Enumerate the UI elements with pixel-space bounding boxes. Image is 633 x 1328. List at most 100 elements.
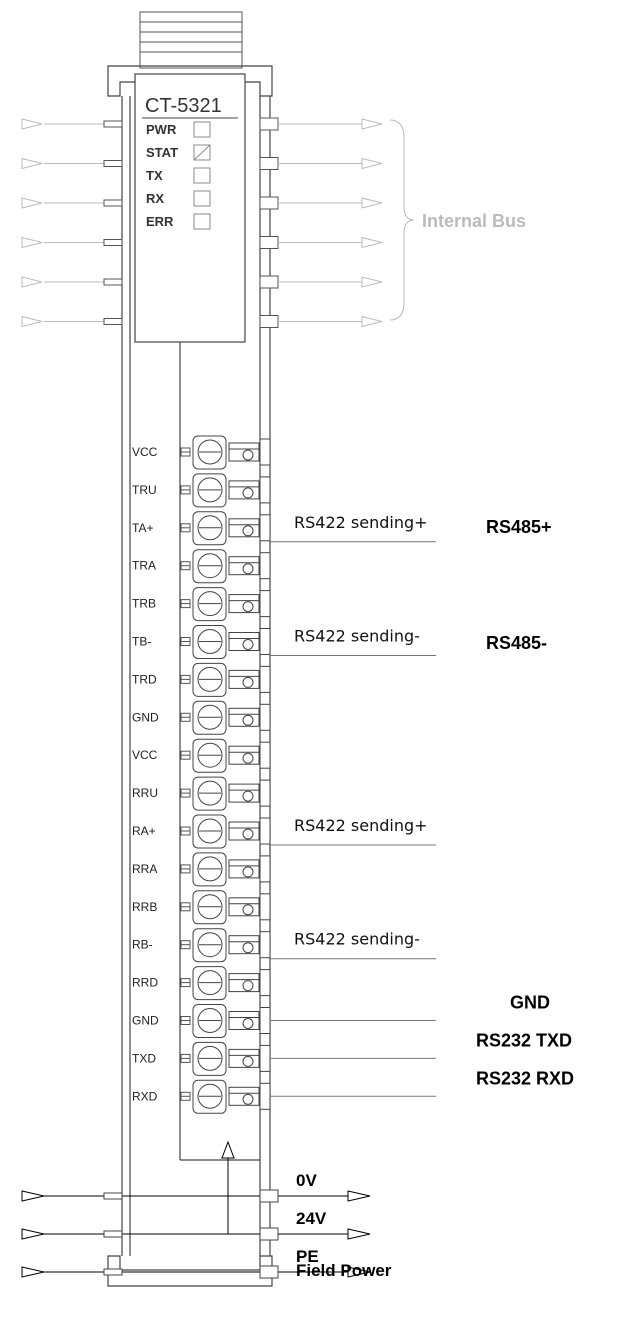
terminal-label: VCC <box>132 445 158 459</box>
terminal-spring <box>259 703 271 731</box>
power-contact-left <box>103 1230 123 1238</box>
signal-label: RS422 sending- <box>294 627 420 646</box>
terminal-label: TRU <box>132 483 157 497</box>
terminal-row: TA+ <box>132 511 271 546</box>
power-contact-right <box>259 1265 279 1279</box>
bus-arrow-out <box>361 158 383 169</box>
terminal-row: TRD <box>132 662 271 697</box>
terminal-clamp-hole <box>242 1055 254 1067</box>
power-contact-left <box>103 1192 123 1200</box>
power-arrow-in <box>21 1190 45 1202</box>
terminal-clamp-hole <box>242 904 254 916</box>
led-label: ERR <box>146 214 174 229</box>
terminal-row: GND <box>132 700 271 735</box>
bus-arrow-in <box>21 316 43 327</box>
terminal-row: TXD <box>132 1041 271 1076</box>
top-connector <box>139 11 243 69</box>
bus-contact-right <box>259 315 279 328</box>
terminal-label: TB- <box>132 635 151 649</box>
bus-arrow-in <box>21 276 43 288</box>
bus-arrow-in <box>21 197 43 209</box>
terminal-label: TRB <box>132 597 156 611</box>
power-rail-label: PE <box>296 1247 319 1266</box>
terminal-spring <box>259 590 271 618</box>
terminal-row: TRB <box>132 587 271 622</box>
terminal-row: RRU <box>132 776 271 811</box>
terminal-clamp-hole <box>242 639 254 650</box>
terminal-label: RA+ <box>132 824 156 838</box>
terminal-clamp-hole <box>242 563 254 575</box>
terminal-clamp-hole <box>242 714 254 726</box>
terminal-clamp-hole <box>242 980 254 992</box>
terminal-clamp-hole <box>242 866 254 878</box>
bus-arrow-out <box>361 316 383 327</box>
terminal-row: TRA <box>132 549 271 584</box>
signal-label: RS422 sending+ <box>294 513 428 532</box>
terminal-spring <box>259 476 271 504</box>
terminal-spring <box>259 817 271 845</box>
terminal-clamp-hole <box>242 752 254 764</box>
terminal-label: TRA <box>132 559 156 573</box>
power-contact-right <box>259 1227 279 1241</box>
terminal-row: GND <box>132 1004 271 1038</box>
power-contact-left <box>103 1268 123 1276</box>
bus-contact-left <box>103 239 123 246</box>
terminal-spring <box>259 438 271 466</box>
terminal-row: RB- <box>132 928 271 963</box>
terminal-spring <box>259 1007 271 1034</box>
terminal-spring <box>259 514 271 542</box>
signal-lines: RS422 sending+ RS422 sending- RS422 sendin… <box>270 513 574 1097</box>
bus-arrows <box>21 117 383 328</box>
bus-arrow-out <box>361 276 383 288</box>
terminal-spring <box>259 1082 271 1110</box>
power-arrow-in <box>21 1266 45 1278</box>
terminal-clamp-hole <box>242 676 254 688</box>
bus-arrow-out <box>361 237 383 248</box>
bus-contact-right <box>259 157 279 170</box>
terminal-clamp-hole <box>242 601 254 613</box>
terminal-row: RXD <box>132 1079 271 1114</box>
bus-contact-right <box>259 275 279 289</box>
bus-contact-right <box>259 196 279 210</box>
terminal-spring <box>259 969 271 997</box>
serial-label: GND <box>510 993 550 1013</box>
terminal-row: RA+ <box>132 814 271 849</box>
terminal-label: RRA <box>132 862 157 876</box>
terminal-spring <box>259 931 271 959</box>
terminal-label: TRD <box>132 672 157 686</box>
power-arrow-in <box>21 1228 45 1240</box>
signal-label: RS422 sending+ <box>294 816 428 835</box>
terminal-label: RB- <box>132 938 153 952</box>
terminal-label: RRU <box>132 786 158 800</box>
terminal-spring <box>259 552 271 580</box>
terminal-clamp-hole <box>242 449 254 461</box>
signal-label: RS422 sending- <box>294 930 420 949</box>
terminal-label: GND <box>132 710 159 724</box>
bus-arrow-in <box>21 118 43 130</box>
rs485-plus-label: RS485+ <box>486 517 552 537</box>
terminal-clamp-hole <box>242 942 254 954</box>
terminal-spring <box>259 628 271 655</box>
terminal-label: TA+ <box>132 521 153 535</box>
bus-contact-left <box>103 120 123 128</box>
terminal-row: RRB <box>132 890 271 925</box>
led-indicator <box>193 167 211 184</box>
field-power-caption: Field Power <box>296 1261 392 1280</box>
terminal-label: TXD <box>132 1051 156 1065</box>
terminal-spring <box>259 855 271 883</box>
led-label: RX <box>146 191 164 206</box>
terminal-row: VCC <box>132 738 271 773</box>
terminal-spring <box>259 779 271 807</box>
serial-label: RS232 TXD <box>476 1030 572 1050</box>
terminal-spring <box>259 893 271 921</box>
led-label: PWR <box>146 122 177 137</box>
led-indicator <box>193 213 211 230</box>
bus-contact-left <box>103 278 123 286</box>
led-label: TX <box>146 168 163 183</box>
rs485-minus-label: RS485- <box>486 633 547 653</box>
power-contact-right <box>259 1189 279 1203</box>
terminal-block: VCC TRU TA+ TRA TRB TB- TRD GND VCC RRU RA+ RRA RRB R… <box>132 435 271 1114</box>
bus-contact-left <box>103 160 123 167</box>
